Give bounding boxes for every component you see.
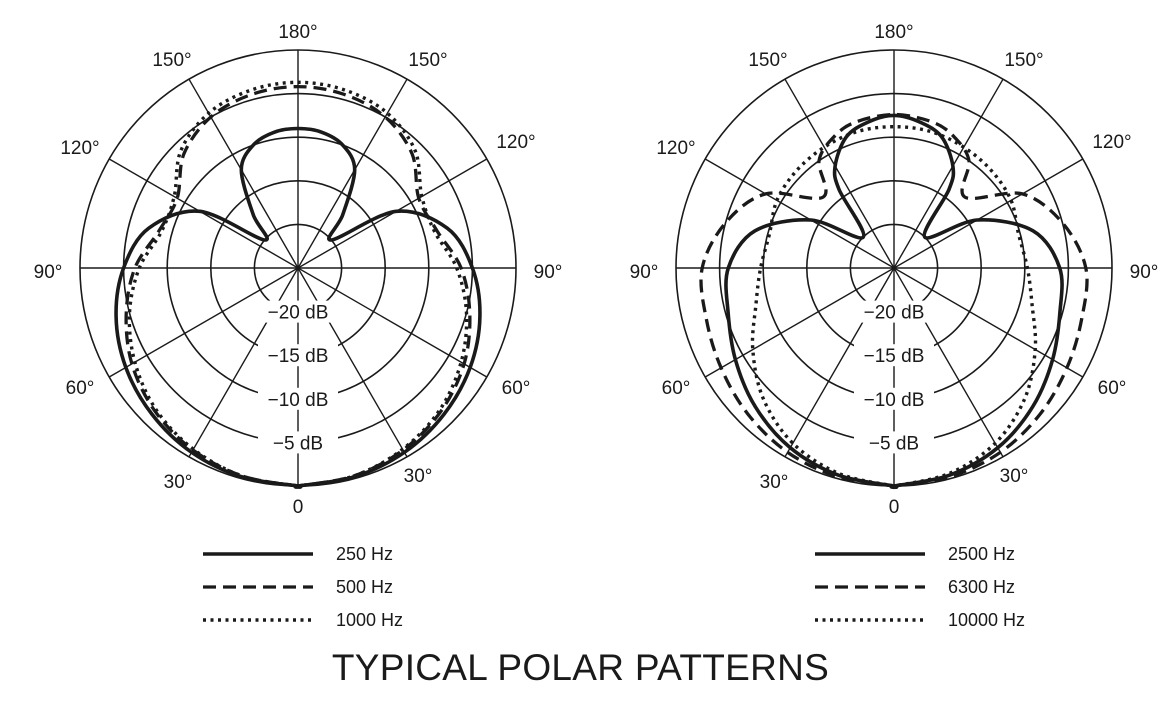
legend-label: 10000 Hz bbox=[948, 610, 1025, 630]
angle-label: 120° bbox=[496, 132, 535, 153]
angle-label: 90° bbox=[34, 262, 63, 283]
angle-label: 30° bbox=[1000, 466, 1029, 487]
angle-label: 120° bbox=[60, 138, 99, 159]
series-curve-500-hz bbox=[124, 84, 472, 489]
angle-label: 180° bbox=[278, 22, 317, 43]
angle-label: 60° bbox=[66, 378, 95, 399]
radial-tick-label: −10 dB bbox=[864, 390, 925, 411]
radial-tick-label: −15 dB bbox=[864, 346, 925, 367]
radial-tick-label: −15 dB bbox=[268, 346, 329, 367]
angle-label: 0 bbox=[293, 497, 304, 518]
angle-label: 180° bbox=[874, 22, 913, 43]
db-label-bg bbox=[258, 431, 338, 454]
series-curve-6300-hz bbox=[699, 112, 1089, 489]
legend-label: 500 Hz bbox=[336, 577, 393, 597]
grid-spoke bbox=[784, 78, 1004, 458]
db-label-bg bbox=[854, 431, 934, 454]
db-label-bg bbox=[258, 300, 338, 323]
series-curve-10000-hz bbox=[750, 125, 1038, 490]
radial-tick-label: −5 dB bbox=[273, 433, 323, 454]
angle-label: 60° bbox=[502, 378, 531, 399]
angle-label: 150° bbox=[152, 50, 191, 71]
db-label-bg bbox=[258, 344, 338, 367]
grid-spoke bbox=[188, 78, 408, 458]
series-curve-250-hz bbox=[114, 126, 482, 489]
angle-label: 30° bbox=[404, 466, 433, 487]
series-curve-1000-hz bbox=[127, 80, 469, 489]
legend-label: 6300 Hz bbox=[948, 577, 1015, 597]
angle-label: 120° bbox=[1092, 132, 1131, 153]
polar-plot-right: −20 dB −15 dB −10 dB −5 dB 0 30° 30° 60° 60° 90° 9… bbox=[630, 22, 1159, 518]
legend-label: 250 Hz bbox=[336, 544, 393, 564]
angle-label: 60° bbox=[1098, 378, 1127, 399]
radial-tick-label: −5 dB bbox=[869, 433, 919, 454]
legend-label: 1000 Hz bbox=[336, 610, 403, 630]
angle-label: 150° bbox=[408, 50, 447, 71]
db-label-bg bbox=[854, 300, 934, 323]
angle-label: 60° bbox=[662, 378, 691, 399]
db-label-bg bbox=[854, 344, 934, 367]
angle-label: 90° bbox=[534, 262, 563, 283]
legend-left: 250 Hz 500 Hz 1000 Hz bbox=[203, 544, 403, 630]
angle-label: 150° bbox=[1004, 50, 1043, 71]
legend-label: 2500 Hz bbox=[948, 544, 1015, 564]
legend-right: 2500 Hz 6300 Hz 10000 Hz bbox=[815, 544, 1025, 630]
angle-label: 30° bbox=[760, 472, 789, 493]
radial-tick-label: −20 dB bbox=[864, 303, 925, 324]
angle-label: 90° bbox=[1130, 262, 1159, 283]
polar-plot-left: −20 dB −15 dB −10 dB −5 dB 0 30° 30° 60° 60° 90° 9… bbox=[34, 22, 563, 518]
angle-label: 90° bbox=[630, 262, 659, 283]
db-label-bg bbox=[854, 387, 934, 410]
angle-label: 150° bbox=[748, 50, 787, 71]
radial-tick-label: −20 dB bbox=[268, 303, 329, 324]
angle-label: 30° bbox=[164, 472, 193, 493]
angle-label: 120° bbox=[656, 138, 695, 159]
angle-label: 0 bbox=[889, 497, 900, 518]
chart-title: TYPICAL POLAR PATTERNS bbox=[331, 647, 830, 688]
radial-tick-label: −10 dB bbox=[268, 390, 329, 411]
series-curve-2500-hz bbox=[724, 113, 1064, 490]
db-label-bg bbox=[258, 387, 338, 410]
